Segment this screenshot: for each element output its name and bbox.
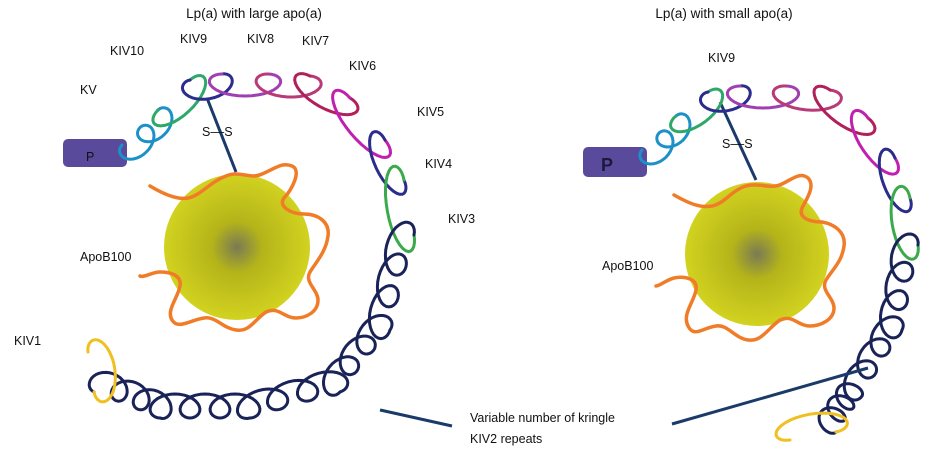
kringle-kiv4 — [368, 130, 408, 196]
annotation-pointer-left — [379, 408, 453, 428]
label-kiv9: KIV9 — [708, 51, 735, 65]
ldl-core — [685, 182, 829, 326]
annotation-line1: Variable number of kringle — [470, 411, 615, 425]
disulfide-linker — [718, 101, 758, 181]
kringle-kv — [118, 106, 174, 161]
ldl-core — [164, 174, 310, 320]
panel-title: Lp(a) with small apo(a) — [655, 6, 792, 21]
kringle-kiv9 — [180, 72, 234, 101]
kringle-kiv6 — [293, 72, 360, 117]
kringle-kiv1 — [86, 338, 117, 404]
protease-domain — [63, 139, 127, 167]
label-kiv5: KIV5 — [417, 105, 444, 119]
label-kiv10: KIV10 — [110, 44, 144, 58]
kringle-kiv10 — [151, 74, 208, 128]
label-kiv1: KIV1 — [14, 334, 41, 348]
kringle-kiv3 — [384, 164, 416, 254]
disulfide-label: S––S — [202, 125, 233, 139]
kringle-kiv2 — [87, 370, 173, 420]
kringle-kiv2 — [367, 220, 416, 341]
panel-small-apoa: Lp(a) with small apo(a) S––S P KIV9 ApoB… — [583, 6, 920, 442]
label-kiv7: KIV7 — [302, 34, 329, 48]
kringle-kiv2 — [236, 370, 350, 420]
panel-title: Lp(a) with large apo(a) — [186, 6, 322, 21]
annotation-line2: KIV2 repeats — [470, 432, 542, 446]
kringle-kiv4 — [877, 147, 913, 214]
apob100-label: ApoB100 — [602, 259, 653, 273]
protease-label: P — [86, 150, 94, 164]
kringle-kiv3 — [889, 184, 920, 261]
apoa-kringle-chain — [86, 72, 416, 420]
kringle-kiv2 — [322, 314, 394, 397]
kringle-kiv8 — [725, 84, 801, 110]
kringle-kv — [638, 112, 692, 166]
apoa-kringle-chain — [638, 84, 920, 442]
disulfide-label: S––S — [722, 137, 753, 151]
kringle-kiv8 — [207, 72, 283, 98]
annotation-pointer-right — [671, 366, 869, 426]
label-kiv8: KIV8 — [247, 32, 274, 46]
kringle-kiv2 — [817, 382, 864, 435]
kringle-kiv7 — [771, 84, 843, 112]
kringle-kiv5 — [849, 108, 900, 176]
apob100-label: ApoB100 — [80, 250, 131, 264]
kringle-kiv2 — [842, 315, 905, 402]
label-kiv9: KIV9 — [180, 32, 207, 46]
kringle-kiv1 — [774, 411, 849, 442]
kringle-kiv2 — [879, 232, 920, 340]
disulfide-linker — [205, 97, 238, 173]
protease-label: P — [601, 155, 613, 175]
kringle-kiv10 — [669, 87, 725, 134]
apob100-chain — [654, 173, 846, 342]
kringle-kiv2 — [148, 392, 262, 420]
label-kv: KV — [80, 83, 97, 97]
kringle-kiv5 — [331, 88, 392, 159]
label-kiv6: KIV6 — [349, 59, 376, 73]
apob100-chain — [138, 162, 330, 332]
kringle-kiv9 — [698, 84, 752, 113]
kringle-kiv7 — [254, 72, 323, 99]
panel-large-apoa: Lp(a) with large apo(a) S––S P KV KIV10 … — [14, 6, 475, 420]
label-kiv4: KIV4 — [425, 157, 452, 171]
label-kiv3: KIV3 — [448, 212, 475, 226]
kiv2-annotation: Variable number of kringle KIV2 repeats — [379, 366, 869, 446]
protease-domain — [583, 147, 647, 177]
kringle-kiv6 — [812, 84, 877, 136]
